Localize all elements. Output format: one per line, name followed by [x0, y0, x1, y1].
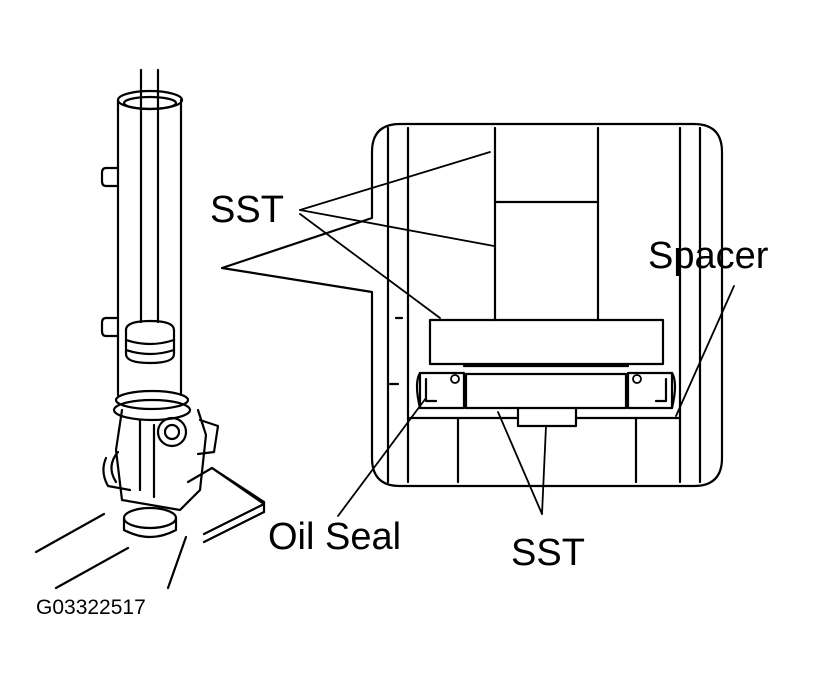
- leader-lines: [299, 151, 735, 517]
- steering-rack-assembly: [34, 68, 266, 590]
- oil-seal-label: Oil Seal: [268, 516, 402, 558]
- detail-callout-frame: [220, 122, 724, 488]
- sst-label-bottom: SST: [511, 532, 585, 574]
- sst-label-top: SST: [210, 189, 284, 231]
- spacer-label: Spacer: [648, 235, 769, 277]
- detail-section-view: [386, 126, 702, 484]
- figure-code: G03322517: [36, 596, 146, 619]
